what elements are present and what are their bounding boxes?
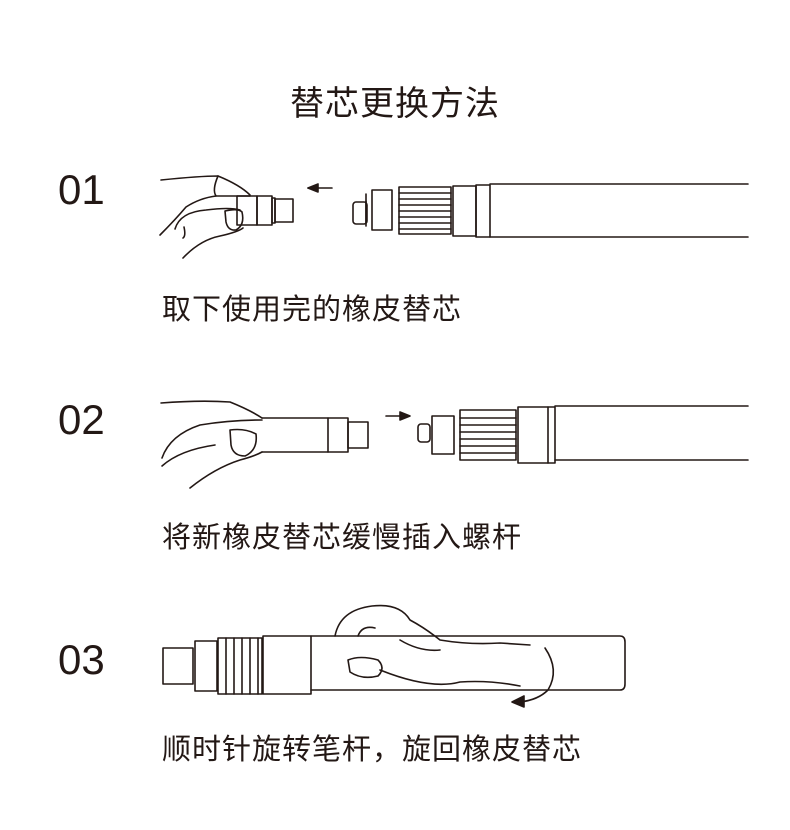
step-3-text: 顺时针旋转笔杆，旋回橡皮替芯 (162, 732, 583, 766)
step-3-illustration (162, 604, 626, 708)
step-2-number: 02 (58, 396, 105, 443)
rotate-clockwise-arrow-icon (511, 647, 555, 708)
hand-icon (159, 175, 251, 259)
page-title: 替芯更换方法 (290, 84, 500, 124)
pen-icon (417, 405, 749, 464)
arrow-left-icon (307, 183, 333, 193)
pen-icon (162, 635, 626, 695)
step-1-illustration (159, 175, 749, 259)
step-2-illustration (160, 400, 749, 489)
arrow-right-icon (385, 411, 411, 421)
step-3-number: 03 (58, 636, 105, 683)
new-eraser-refill (327, 417, 369, 453)
step-2-text: 将新橡皮替芯缓慢插入螺杆 (162, 520, 523, 554)
hand-icon (334, 604, 531, 687)
step-1-number: 01 (58, 166, 105, 213)
pen-icon (352, 183, 749, 238)
step-1-text: 取下使用完的橡皮替芯 (162, 292, 463, 326)
used-eraser-refill (236, 195, 294, 226)
hand-icon (160, 400, 329, 489)
